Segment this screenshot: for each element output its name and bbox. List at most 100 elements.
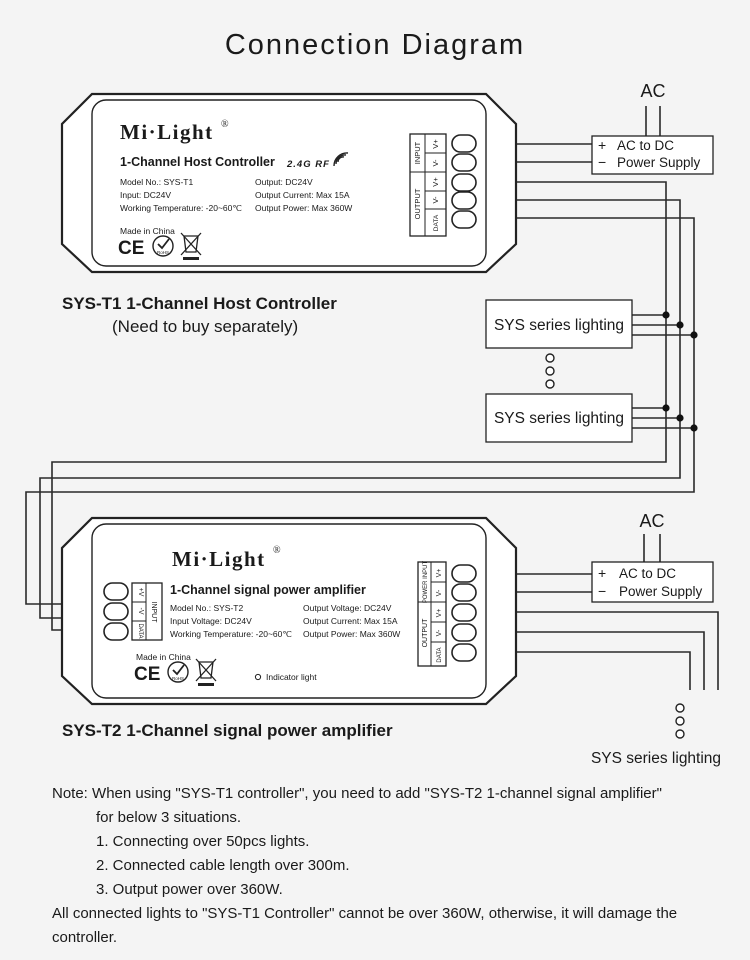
rohs-icon: RoHS [167, 661, 189, 683]
amp-spec-input: Input Voltage: DC24V [170, 616, 252, 626]
amp-output-terminal-screw [451, 564, 477, 583]
host-terminal-screw [451, 191, 477, 210]
connection-diagram: Connection Diagram Mi·Li [25, 29, 721, 767]
ce-mark-icon: CE [118, 238, 144, 259]
host-terminal-screw [451, 173, 477, 192]
wire-host-out-vminus [39, 199, 681, 619]
amp-panel [91, 523, 487, 699]
rohs-icon: RoHS [152, 235, 174, 257]
host-spec-power: Output Power: Max 360W [255, 203, 352, 213]
note-item: 2. Connected cable length over 300m. [96, 857, 350, 874]
host-rf-label: 2.4G RF [286, 159, 330, 170]
amp-input-terminal-label: DATA [137, 623, 143, 638]
wire-amp-out-vminus [478, 631, 705, 690]
note-footer: All connected lights to "SYS-T1 Controll… [52, 905, 678, 946]
junction [676, 414, 684, 422]
psu-plus: + [598, 565, 606, 581]
psu-box [591, 135, 714, 175]
note-section: Note: When using "SYS-T1 controller", yo… [52, 782, 732, 950]
indicator-light-icon [254, 673, 262, 681]
host-terminal-label: V+ [431, 139, 440, 149]
note-text: for below 3 situations. [96, 809, 242, 826]
wire-host-out-data [25, 217, 695, 605]
psu-line2: Power Supply [617, 155, 701, 170]
note-line-1: Note: When using "SYS-T1 controller", yo… [52, 782, 732, 806]
amp-output-terminal-block [417, 561, 447, 667]
psu-box [591, 561, 714, 603]
host-spec-current: Output Current: Max 15A [255, 190, 350, 200]
junction [662, 311, 670, 319]
host-made-in: Made in China [120, 226, 175, 236]
host-terminal-label: V+ [431, 177, 440, 187]
psu-line2: Power Supply [619, 584, 703, 599]
wire-lighting-2 [632, 407, 694, 429]
amp-input-terminal-block [131, 582, 163, 641]
host-caption: SYS-T1 1-Channel Host Controller [62, 294, 337, 313]
amp-output-terminal-label: V- [436, 589, 443, 596]
amp-output-terminal-label: V+ [436, 569, 443, 578]
amp-input-terminal-label: +V [137, 588, 144, 597]
amp-input-terminal-screw [103, 622, 129, 641]
host-terminal-screw [451, 153, 477, 172]
host-registered-mark: ® [221, 119, 229, 130]
power-supply-top: + − AC to DC Power Supply [591, 135, 714, 175]
wire-amp-out-data [478, 651, 691, 690]
amp-input-terminal-label: -V [137, 608, 144, 615]
junction [690, 424, 698, 432]
amp-spec-temperature: Working Temperature: -20~60℃ [170, 629, 292, 639]
ac-label: AC [639, 511, 664, 531]
junction [662, 404, 670, 412]
host-spec-output: Output: DC24V [255, 177, 313, 187]
amp-input-terminal-screw [103, 582, 129, 601]
psu-line1: AC to DC [619, 566, 676, 581]
amp-product-name: 1-Channel signal power amplifier [170, 583, 366, 597]
amp-output-terminal-screw [451, 643, 477, 662]
host-group-output: OUTPUT [413, 188, 422, 219]
amp-output-terminal-label: V+ [436, 609, 443, 618]
amp-output-terminal-screw [451, 583, 477, 602]
psu-plus: + [598, 137, 606, 153]
weee-bin-icon [195, 658, 217, 686]
ce-mark-icon: CE [134, 664, 160, 685]
lighting-label: SYS series lighting [591, 750, 721, 767]
host-terminal-label: DATA [433, 214, 440, 231]
amp-spec-voltage: Output Voltage: DC24V [303, 603, 392, 613]
host-terminal-screw [451, 210, 477, 229]
psu-line1: AC to DC [617, 138, 674, 153]
amp-spec-current: Output Current: Max 15A [303, 616, 398, 626]
host-brand-logo: Mi·Light [120, 120, 214, 144]
weee-bin-icon [180, 232, 202, 260]
host-panel [91, 99, 487, 267]
host-subcaption: (Need to buy separately) [112, 317, 298, 336]
wire-host-out-vplus [480, 181, 667, 418]
host-controller: Mi·Light ® 1-Channel Host Controller 2.4… [60, 92, 518, 336]
signal-amplifier: Mi·Light ® 1-Channel signal power amplif… [60, 516, 518, 740]
wire-ac-top [645, 106, 661, 136]
amp-left-group-input: INPUT [150, 602, 157, 624]
amp-input-terminal-screw [103, 602, 129, 621]
note-item: 3. Output power over 360W. [96, 881, 283, 898]
note-label: Note: [52, 785, 88, 802]
psu-minus: − [598, 583, 606, 599]
host-terminal-screw [451, 134, 477, 153]
host-terminal-block [409, 133, 447, 237]
amp-spec-power: Output Power: Max 360W [303, 629, 400, 639]
wire-amp-out-vplus [478, 611, 719, 690]
host-spec-input: Input: DC24V [120, 190, 171, 200]
lighting-label: SYS series lighting [494, 410, 624, 427]
continuation-dots [545, 353, 555, 389]
continuation-dots [675, 703, 685, 739]
ac-label: AC [640, 81, 665, 101]
junction [676, 321, 684, 329]
host-spec-model: Model No.: SYS-T1 [120, 177, 193, 187]
wire-ac-bottom [643, 534, 661, 562]
amp-made-in: Made in China [136, 652, 191, 662]
amp-right-group-power: POWER INPUT [423, 561, 429, 604]
amp-output-terminal-screw [451, 623, 477, 642]
wiring [25, 106, 719, 690]
host-terminal-label: V- [431, 196, 440, 204]
lighting-box-1: SYS series lighting [485, 299, 633, 349]
lighting-label: SYS series lighting [494, 317, 624, 334]
amp-spec-model: Model No.: SYS-T2 [170, 603, 243, 613]
host-spec-temperature: Working Temperature: -20~60℃ [120, 203, 242, 213]
